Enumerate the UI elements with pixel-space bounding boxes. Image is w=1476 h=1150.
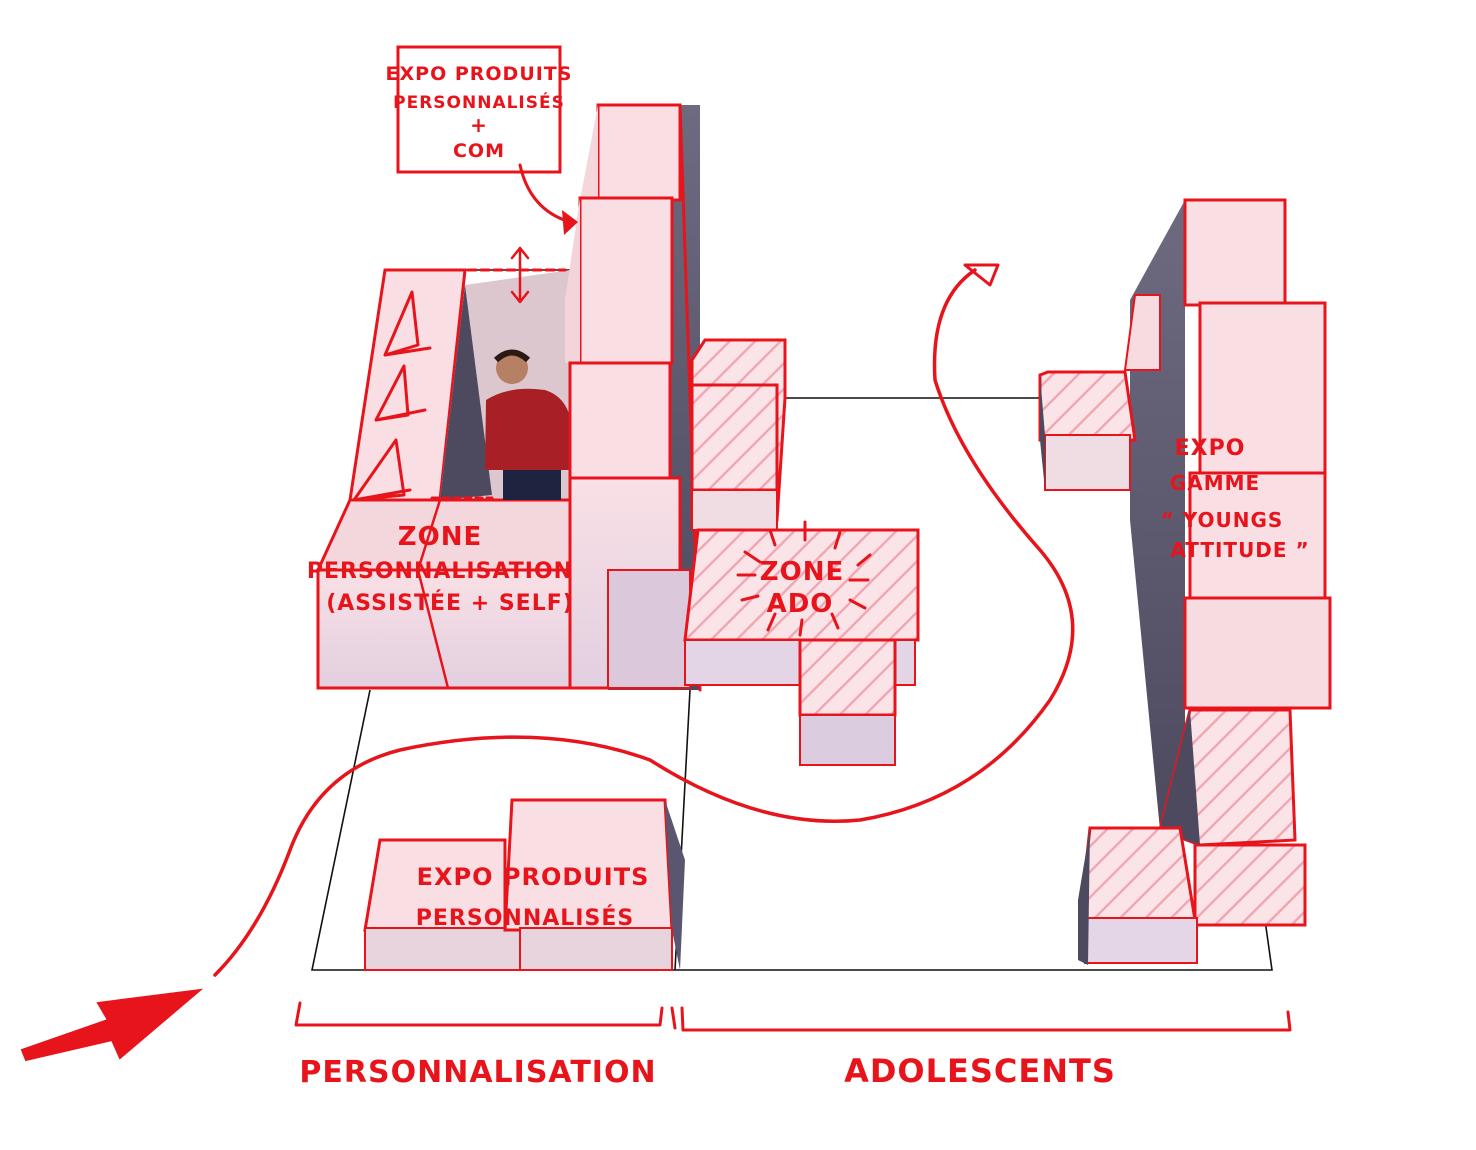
burst-icon [736, 520, 872, 637]
label-line: “ YOUNGS [1161, 508, 1284, 532]
label-zone-ado: ZONE ADO [760, 557, 844, 619]
label-line: EXPO PRODUITS [386, 63, 573, 85]
customer-flow-path [20, 263, 1075, 1062]
label-line: ZONE [760, 557, 844, 587]
label-line: ATTITUDE ” [1170, 538, 1309, 562]
label-line: EXPO PRODUITS [417, 863, 650, 891]
entrance-arrow-icon [20, 988, 204, 1062]
label-line: (ASSISTÉE + SELF) [326, 590, 574, 616]
label-line: ADO [767, 589, 834, 619]
label-line: ZONE [398, 522, 482, 552]
expo-com-callout [396, 45, 578, 235]
zone-ado-blocks [683, 338, 920, 766]
tall-column-block [565, 103, 702, 692]
expo-produits-block [363, 798, 685, 971]
expo-gamme-tower [1038, 198, 1332, 965]
section-label-personnalisation: PERSONNALISATION [299, 1055, 656, 1090]
label-line: EXPO [1175, 436, 1246, 461]
label-line: PERSONNALISÉS [416, 905, 634, 931]
section-label-adolescents: ADOLESCENTS [844, 1052, 1116, 1090]
label-zone-perso: ZONE PERSONNALISATION (ASSISTÉE + SELF) [307, 522, 574, 616]
label-line: PERSONNALISÉS [393, 91, 565, 113]
section-brackets [294, 1001, 1292, 1032]
label-line: + [470, 113, 488, 137]
label-expo-gamme: EXPO GAMME “ YOUNGS ATTITUDE ” [1161, 436, 1309, 562]
person-figure-icon [485, 349, 572, 500]
label-line: GAMME [1170, 471, 1260, 495]
label-expo-com: EXPO PRODUITS PERSONNALISÉS + COM [386, 63, 573, 162]
height-arrow-icon [510, 246, 530, 304]
zone-personnalisation-block [315, 246, 610, 690]
label-line: COM [453, 140, 505, 162]
label-expo-produits: EXPO PRODUITS PERSONNALISÉS [416, 863, 650, 931]
display-stand-icon [352, 290, 432, 502]
label-line: PERSONNALISATION [307, 559, 573, 584]
